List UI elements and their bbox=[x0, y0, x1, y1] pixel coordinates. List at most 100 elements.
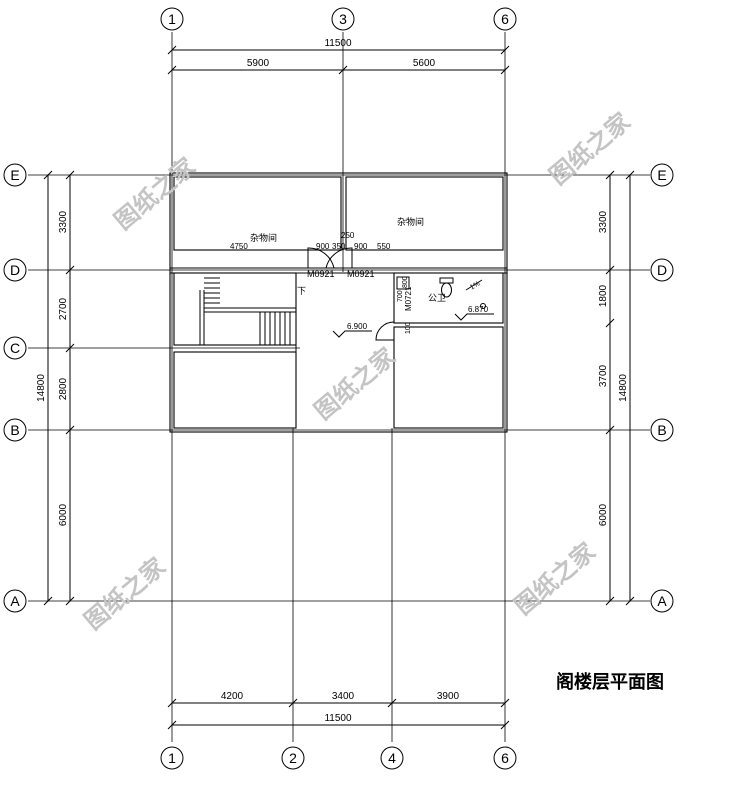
stair-well bbox=[173, 272, 297, 346]
axis-bubble-left-c bbox=[3, 336, 27, 360]
svg-text:4: 4 bbox=[388, 750, 396, 766]
top-dimensions: 11500 5900 5600 bbox=[167, 38, 510, 75]
dim-top-seg-2: 5600 bbox=[413, 58, 436, 69]
svg-text:D: D bbox=[10, 262, 20, 278]
dim-top-seg-1: 5900 bbox=[247, 58, 270, 69]
floor-drain bbox=[480, 303, 486, 309]
doors: M0921 M0921 M0721 bbox=[307, 247, 413, 341]
dim-left-seg-2: 2700 bbox=[58, 297, 69, 320]
svg-text:350: 350 bbox=[332, 242, 346, 251]
svg-text:D: D bbox=[657, 262, 667, 278]
left-dimensions: 3300 2700 2800 6000 14800 bbox=[36, 170, 75, 606]
right-dimensions: 3300 1800 3700 6000 14800 bbox=[598, 170, 635, 606]
dim-bottom-total: 11500 bbox=[324, 713, 352, 724]
svg-text:A: A bbox=[10, 593, 20, 609]
axis-bubble-bottom-4 bbox=[380, 746, 404, 770]
axis-bubble-top-6 bbox=[493, 7, 517, 31]
dim-right-seg-1: 3300 bbox=[598, 210, 609, 233]
svg-text:E: E bbox=[10, 167, 19, 183]
room-lower-right bbox=[393, 326, 504, 429]
small-dimensions: 4750 900 350 250 900 550 100 700 800 bbox=[230, 231, 412, 334]
svg-text:1: 1 bbox=[168, 750, 176, 766]
watermark-4: 图纸之家 bbox=[79, 552, 171, 635]
watermark-2: 图纸之家 bbox=[544, 107, 636, 190]
axis-bubble-left-b bbox=[3, 418, 27, 442]
toilet-bowl bbox=[441, 282, 452, 298]
slope-label: 1% bbox=[469, 280, 481, 291]
bottom-dimensions: 4200 3400 3900 11500 bbox=[167, 691, 510, 730]
room-label-storage-left: 杂物间 bbox=[250, 232, 277, 244]
level-toilet: 6.870 bbox=[468, 305, 489, 314]
door-arc-1 bbox=[307, 247, 335, 269]
room-lower-left bbox=[173, 351, 297, 429]
dim-right-seg-4: 6000 bbox=[598, 503, 609, 526]
dim-right-seg-3: 3700 bbox=[598, 364, 609, 387]
svg-text:4750: 4750 bbox=[230, 242, 248, 251]
axis-bubbles-left: E D C B A bbox=[3, 163, 27, 613]
svg-text:900: 900 bbox=[316, 242, 330, 251]
door-tag-2: M0921 bbox=[347, 269, 375, 279]
level-mark-toilet bbox=[454, 313, 494, 321]
axis-bubbles-right: E D B A bbox=[650, 163, 674, 613]
dim-bottom-seg-3: 3900 bbox=[437, 691, 460, 702]
svg-text:C: C bbox=[10, 340, 20, 356]
room-label-toilet: 公卫 bbox=[428, 293, 446, 304]
level-marks: 6.900 6.870 1% bbox=[332, 280, 494, 338]
axis-bubble-left-d bbox=[3, 258, 27, 282]
door-arc-3 bbox=[375, 321, 395, 341]
svg-text:100: 100 bbox=[405, 322, 412, 334]
toilet-fixtures bbox=[396, 276, 486, 309]
svg-text:6: 6 bbox=[501, 750, 509, 766]
axis-bubble-right-e bbox=[650, 163, 674, 187]
level-hall: 6.900 bbox=[347, 322, 368, 331]
watermarks: 图纸之家 图纸之家 图纸之家 图纸之家 图纸之家 bbox=[79, 107, 636, 635]
axis-lines bbox=[28, 32, 650, 742]
dim-right-total: 14800 bbox=[618, 374, 629, 402]
outer-wall bbox=[169, 172, 508, 433]
axis-bubble-left-a bbox=[3, 589, 27, 613]
axis-bubble-bottom-6 bbox=[493, 746, 517, 770]
axis-bubble-left-e bbox=[3, 163, 27, 187]
stair-down-label: 下 bbox=[297, 287, 306, 297]
door-arc-2 bbox=[325, 247, 353, 269]
dim-bottom-seg-2: 3400 bbox=[332, 691, 355, 702]
toilet-room bbox=[393, 272, 504, 324]
watermark-5: 图纸之家 bbox=[509, 537, 601, 620]
axis-bubble-bottom-1 bbox=[160, 746, 184, 770]
dim-left-seg-1: 3300 bbox=[58, 210, 69, 233]
svg-text:6: 6 bbox=[501, 11, 509, 27]
axis-bubble-right-a bbox=[650, 589, 674, 613]
storage-room-right bbox=[345, 176, 504, 251]
door-tag-3: M0721 bbox=[404, 286, 413, 311]
svg-text:B: B bbox=[10, 422, 19, 438]
stair: 下 bbox=[199, 277, 306, 345]
level-mark-hall bbox=[332, 330, 372, 338]
watermark-3: 图纸之家 bbox=[309, 342, 401, 425]
watermark-1: 图纸之家 bbox=[109, 152, 201, 235]
storage-room-left bbox=[173, 176, 342, 251]
svg-text:800: 800 bbox=[402, 276, 409, 288]
dim-left-seg-4: 6000 bbox=[58, 503, 69, 526]
axis-bubble-right-d bbox=[650, 258, 674, 282]
svg-text:550: 550 bbox=[377, 242, 391, 251]
svg-text:2: 2 bbox=[289, 750, 297, 766]
svg-text:E: E bbox=[657, 167, 666, 183]
svg-text:3: 3 bbox=[339, 11, 347, 27]
dim-left-seg-3: 2800 bbox=[58, 377, 69, 400]
svg-text:1: 1 bbox=[168, 11, 176, 27]
washbasin bbox=[396, 276, 410, 290]
toilet-tank bbox=[439, 277, 454, 284]
room-label-storage-right: 杂物间 bbox=[397, 216, 424, 228]
plan-title: 阁楼层平面图 bbox=[556, 671, 664, 693]
dim-top-total: 11500 bbox=[324, 38, 352, 49]
axis-bubble-right-b bbox=[650, 418, 674, 442]
svg-text:900: 900 bbox=[354, 242, 368, 251]
door-tag-1: M0921 bbox=[307, 269, 335, 279]
axis-bubble-top-3 bbox=[331, 7, 355, 31]
walls bbox=[169, 172, 508, 433]
svg-text:A: A bbox=[657, 593, 667, 609]
axis-bubble-bottom-2 bbox=[281, 746, 305, 770]
dim-left-total: 14800 bbox=[36, 374, 47, 402]
svg-text:700: 700 bbox=[397, 290, 404, 302]
